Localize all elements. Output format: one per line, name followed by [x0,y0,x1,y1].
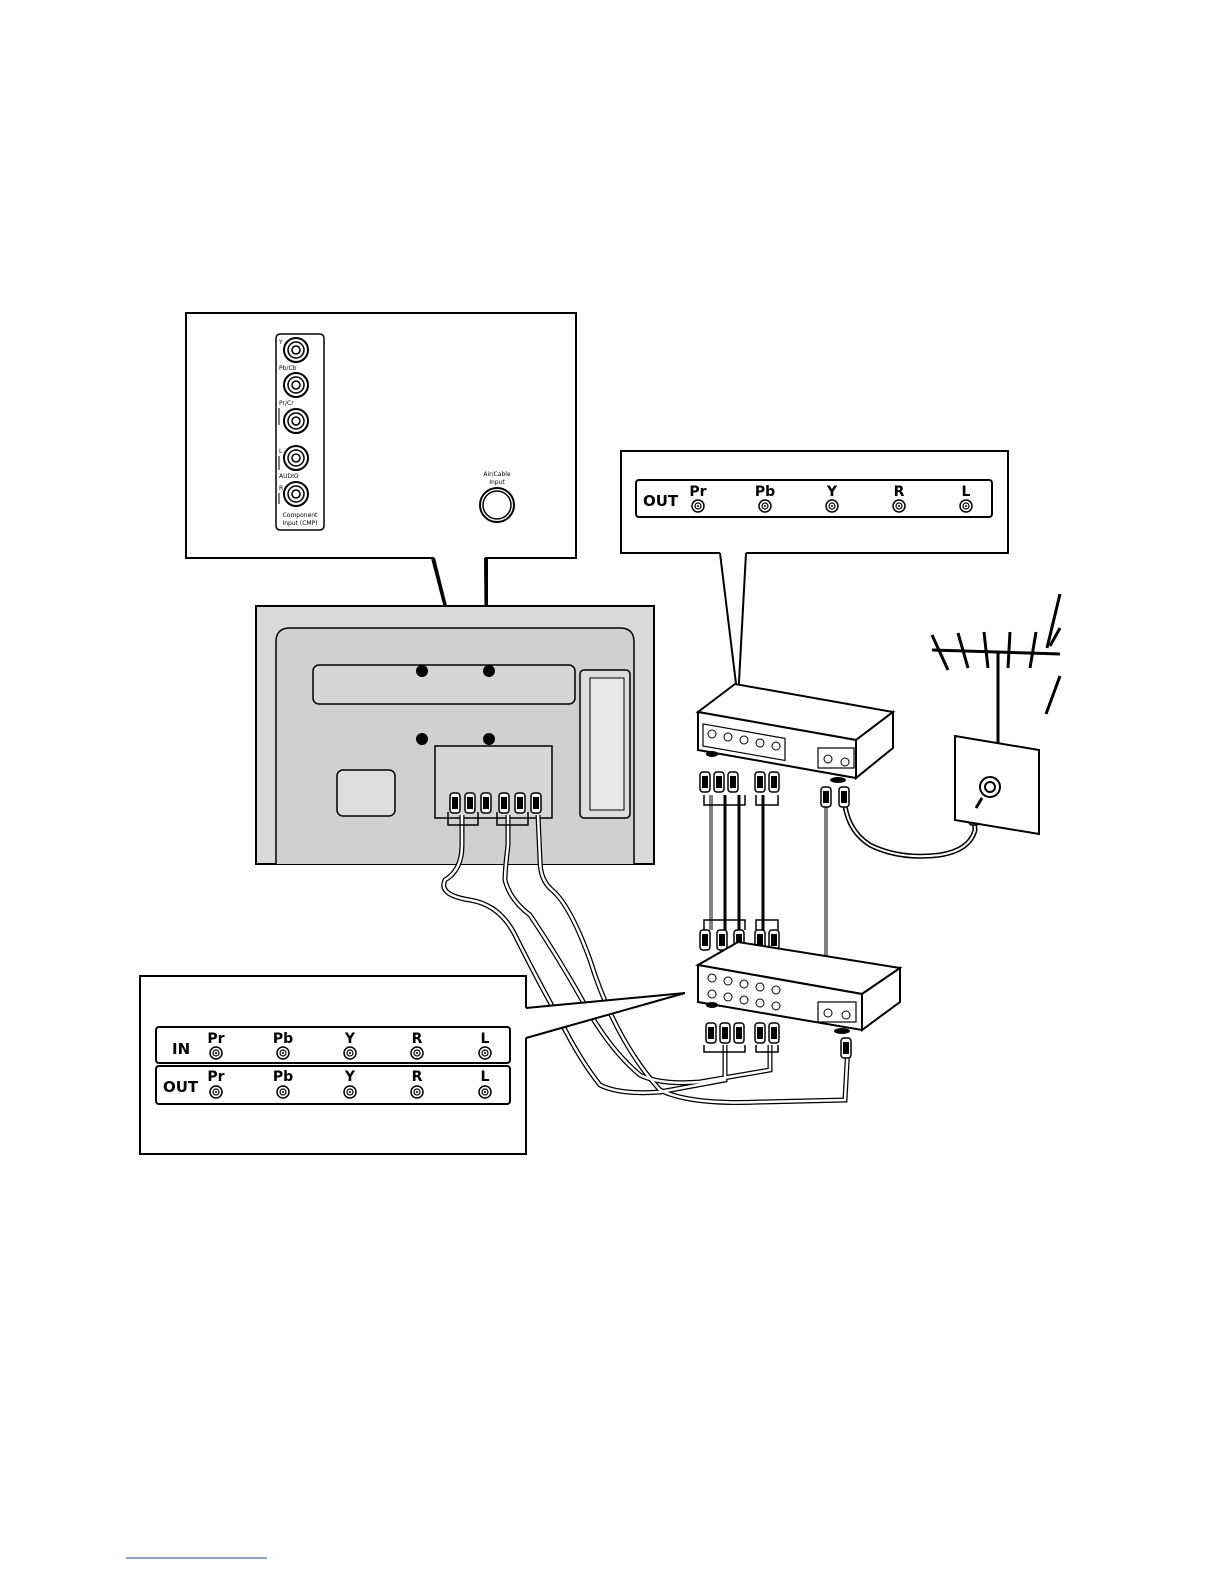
pr-jack-label: Pr/Cr [279,400,294,407]
vcr-out-jack-r-label: R [412,1069,423,1085]
vcr-in-jack-y-label: Y [344,1031,356,1047]
vcr-out-jack-pr-label: Pr [207,1069,224,1085]
vcr-out-jack-y-label: Y [344,1069,356,1085]
source-jack-pr-label: Pr [689,484,706,500]
vcr-in-out-callout: IN OUT Pr Pb Y R L Pr Pb Y R L [140,976,685,1154]
vcr-out-jack-l-label: L [481,1069,490,1085]
component-label-line1: Component [283,512,318,519]
audio-label: AUDIO [279,473,299,480]
y-jack-label: Y [278,339,283,346]
air-cable-label-line2: Input [489,479,505,486]
component-input-jacks: Y Pb/Cb Pr/Cr L AUDIO R Component Input … [276,334,324,530]
vcr-out-label: OUT [163,1078,199,1096]
vcr-in-jack-pr-label: Pr [207,1031,224,1047]
pb-jack-label: Pb/Cb [279,365,297,372]
source-jack-r-label: R [894,484,905,500]
vcr-out-jack-pb-label: Pb [273,1069,293,1085]
vcr-in-jack-pb-label: Pb [273,1031,293,1047]
source-jack-y-label: Y [826,484,838,500]
wall-antenna-outlet [955,736,1039,834]
air-cable-label-line1: Air/Cable [483,471,511,478]
antenna [932,594,1060,745]
component-label-line2: Input (CMP) [282,520,317,527]
source-device-box [698,684,893,783]
source-jack-l-label: L [962,484,971,500]
vcr-in-label: IN [172,1040,190,1058]
audio-r-label: R [279,485,283,492]
vcr-in-jack-l-label: L [481,1031,490,1047]
source-jack-pb-label: Pb [755,484,775,500]
vcr-in-jack-r-label: R [412,1031,423,1047]
vcr-device-box [698,942,900,1058]
source-out-label: OUT [643,492,679,510]
source-out-callout: OUT Pr Pb Y R L [621,451,1008,700]
